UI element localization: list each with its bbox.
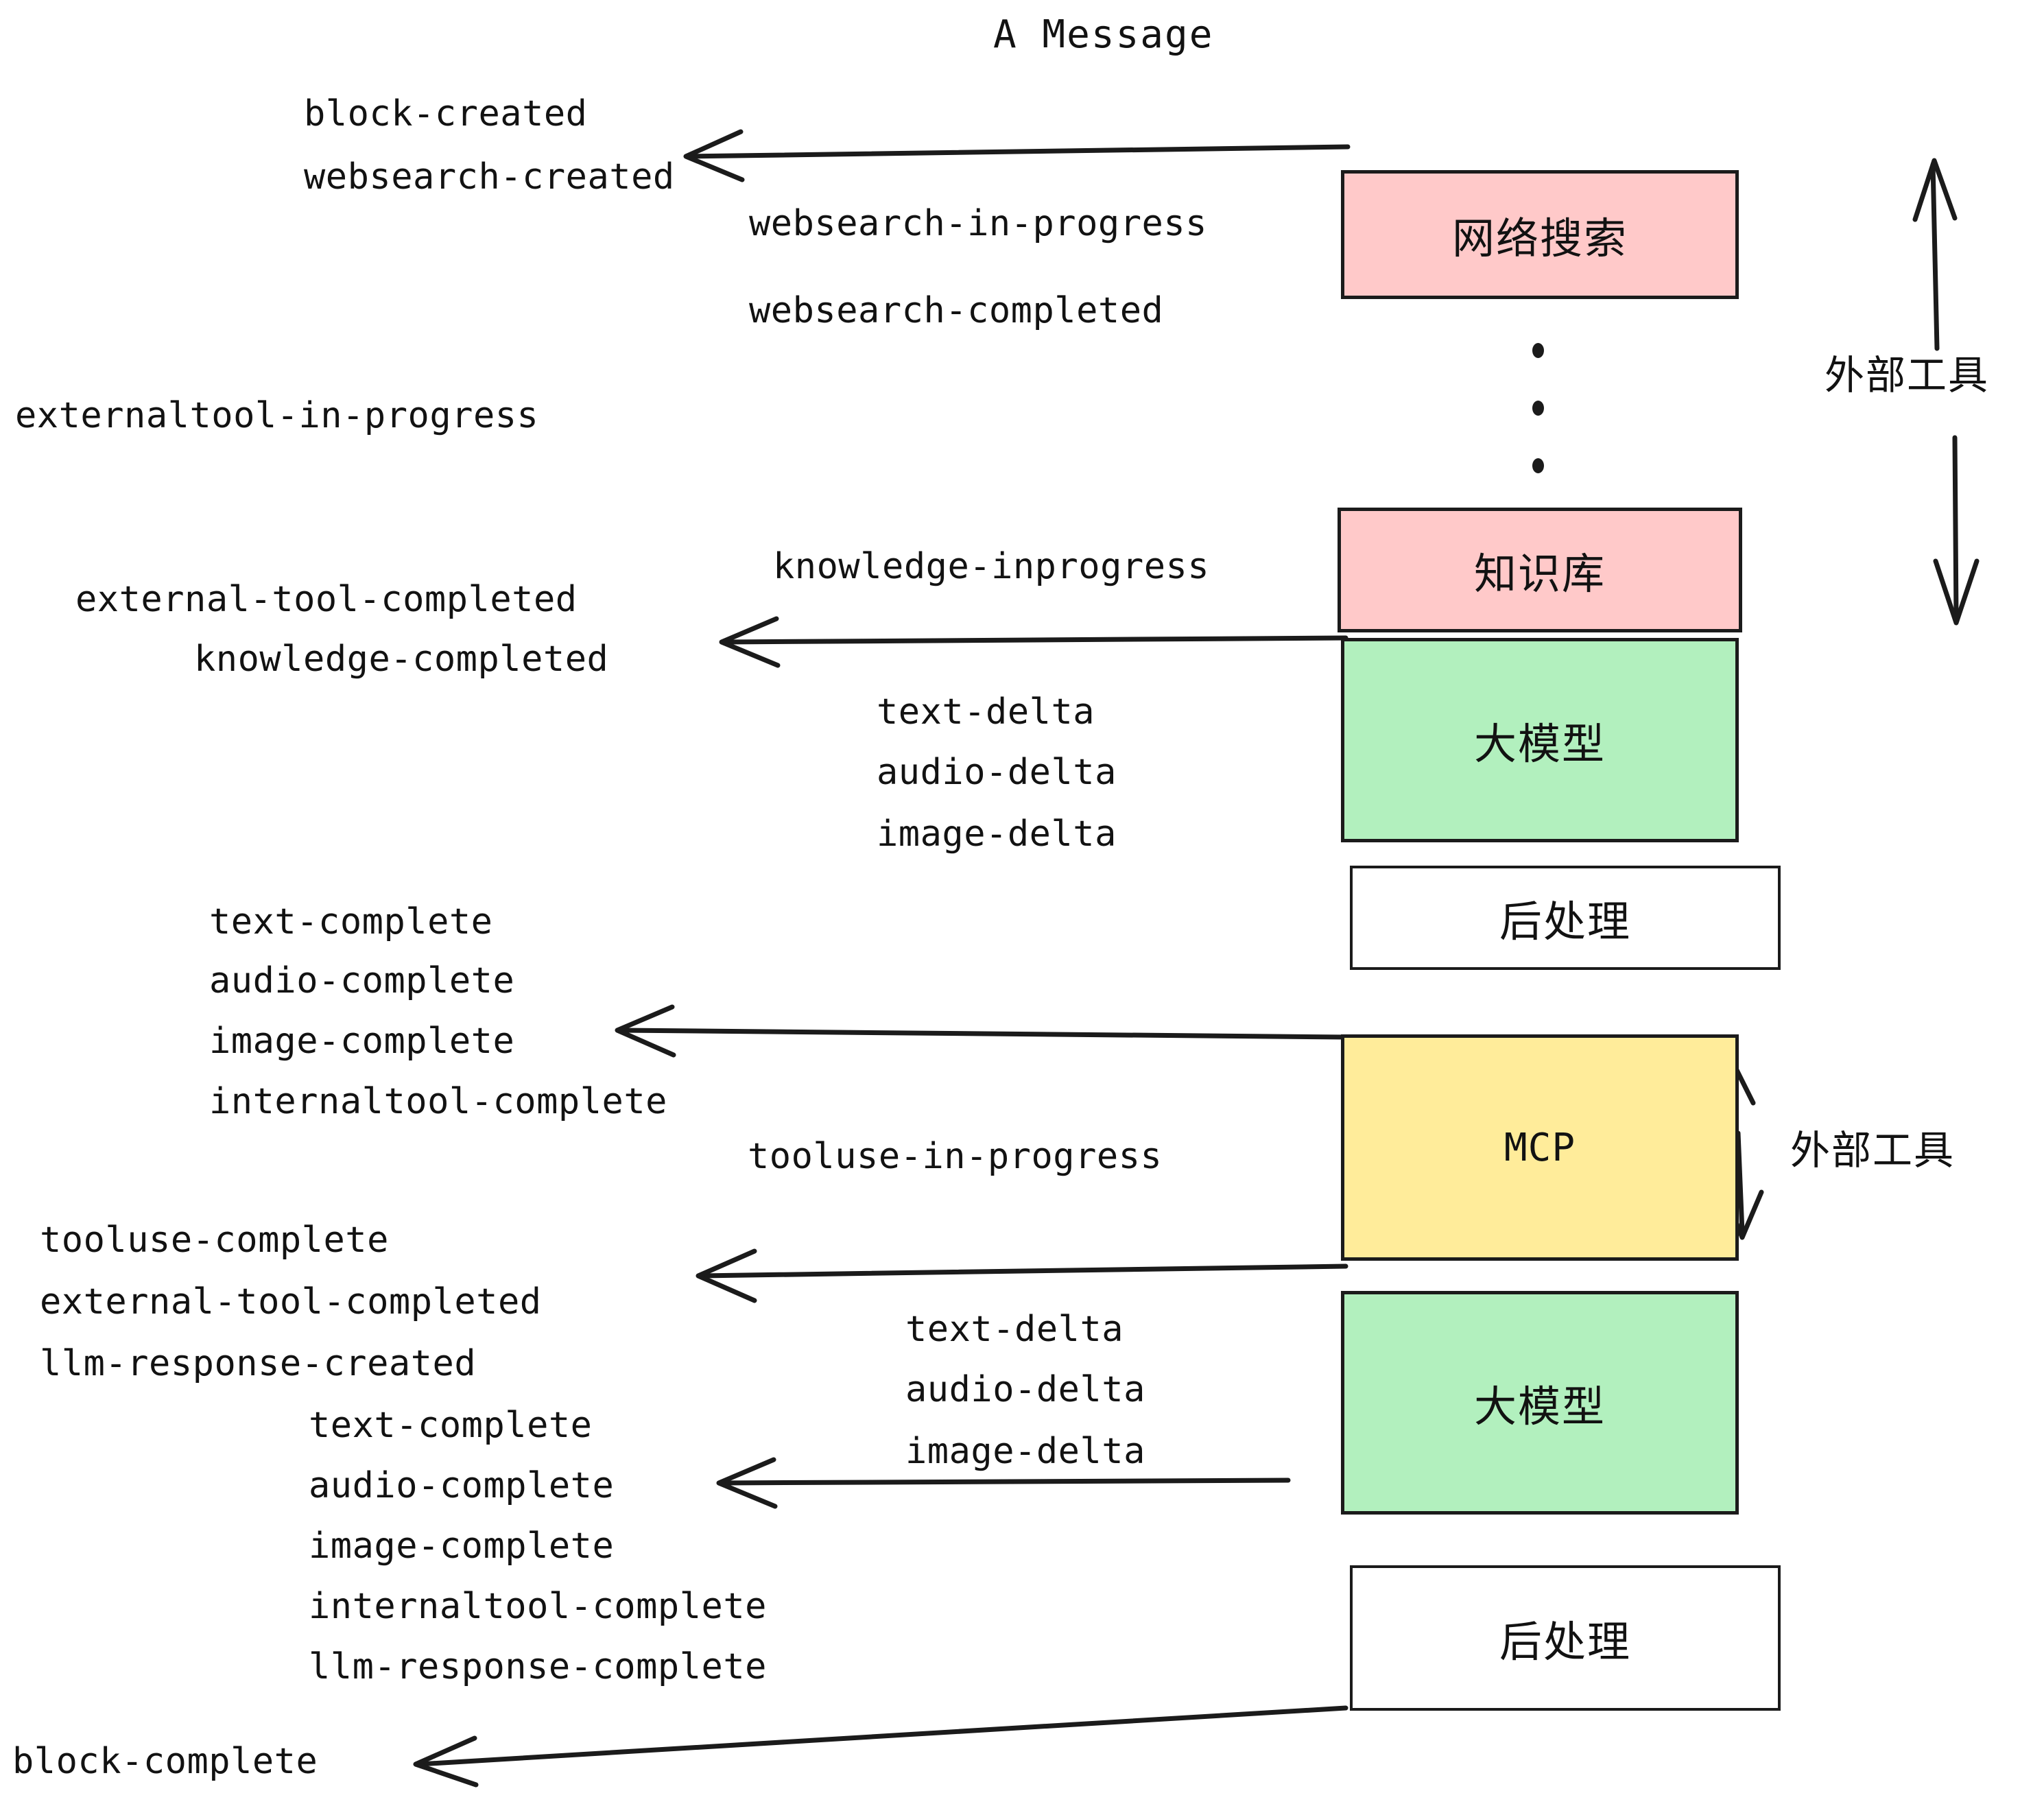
event-audio-delta-2: audio-delta (905, 1369, 1145, 1410)
event-websearch-created: websearch-created (304, 156, 675, 198)
event-websearch-completed: websearch-completed (749, 290, 1164, 331)
event-external-tool-completed-2: external-tool-completed (40, 1281, 542, 1322)
event-llm-response-complete: llm-response-complete (309, 1646, 767, 1687)
node-postprocess-2[interactable]: 后处理 (1350, 1565, 1781, 1711)
node-llm-1-label: 大模型 (1473, 719, 1606, 769)
event-tooluse-in-progress: tooluse-in-progress (748, 1136, 1163, 1177)
event-text-delta-2: text-delta (905, 1309, 1124, 1350)
event-knowledge-inprogress: knowledge-inprogress (773, 546, 1210, 587)
event-llm-response-created: llm-response-created (40, 1343, 477, 1384)
vertical-ellipsis-icon (1531, 343, 1545, 473)
event-image-complete-1: image-complete (209, 1021, 515, 1062)
event-externaltool-in-progress: externaltool-in-progress (15, 395, 539, 436)
event-text-delta-1: text-delta (877, 691, 1095, 733)
event-text-complete-2: text-complete (309, 1405, 593, 1446)
arrow-mcp-to-tooluse-complete (696, 1248, 1348, 1303)
event-internaltool-complete-1: internaltool-complete (209, 1081, 667, 1122)
event-audio-complete-2: audio-complete (309, 1465, 615, 1506)
side-label-external-tools-bottom: 外部工具 (1790, 1127, 1956, 1174)
node-websearch-label: 网络搜索 (1451, 213, 1628, 263)
event-internaltool-complete-2: internaltool-complete (309, 1586, 767, 1627)
node-llm-1[interactable]: 大模型 (1341, 638, 1739, 842)
event-text-complete-1: text-complete (209, 901, 493, 942)
arrow-external-tools-top-down (1933, 435, 1980, 626)
event-block-created: block-created (304, 93, 588, 134)
arrow-llm2-to-audio-complete (716, 1457, 1291, 1509)
event-audio-complete-1: audio-complete (209, 960, 515, 1001)
node-llm-2-label: 大模型 (1473, 1381, 1606, 1432)
event-audio-delta-1: audio-delta (877, 752, 1117, 793)
event-tooluse-complete: tooluse-complete (40, 1220, 389, 1261)
node-postprocess-1[interactable]: 后处理 (1350, 866, 1781, 970)
arrow-knowledge-to-completed (719, 616, 1348, 668)
event-image-delta-1: image-delta (877, 814, 1117, 855)
node-llm-2[interactable]: 大模型 (1341, 1291, 1739, 1515)
node-postprocess-2-label: 后处理 (1499, 1617, 1631, 1667)
node-mcp[interactable]: MCP (1341, 1034, 1739, 1261)
node-websearch[interactable]: 网络搜索 (1341, 170, 1739, 299)
event-block-complete: block-complete (12, 1741, 318, 1782)
event-websearch-in-progress: websearch-in-progress (749, 203, 1207, 244)
arrow-postprocess-to-image-complete (615, 1004, 1348, 1058)
arrow-external-tools-top-up (1912, 158, 1958, 351)
arrow-websearch-to-created (683, 129, 1351, 182)
node-postprocess-1-label: 后处理 (1499, 897, 1631, 947)
event-knowledge-completed: knowledge-completed (194, 639, 609, 680)
node-knowledgebase-label: 知识库 (1473, 549, 1606, 599)
event-image-complete-2: image-complete (309, 1526, 615, 1567)
side-label-external-tools-top: 外部工具 (1825, 352, 1990, 399)
node-knowledgebase[interactable]: 知识库 (1338, 508, 1742, 632)
event-image-delta-2: image-delta (905, 1431, 1145, 1472)
node-mcp-label: MCP (1504, 1125, 1576, 1170)
event-external-tool-completed-1: external-tool-completed (75, 579, 578, 620)
arrow-postprocess2-to-block-complete (413, 1705, 1348, 1788)
page-title: A Message (993, 12, 1214, 57)
